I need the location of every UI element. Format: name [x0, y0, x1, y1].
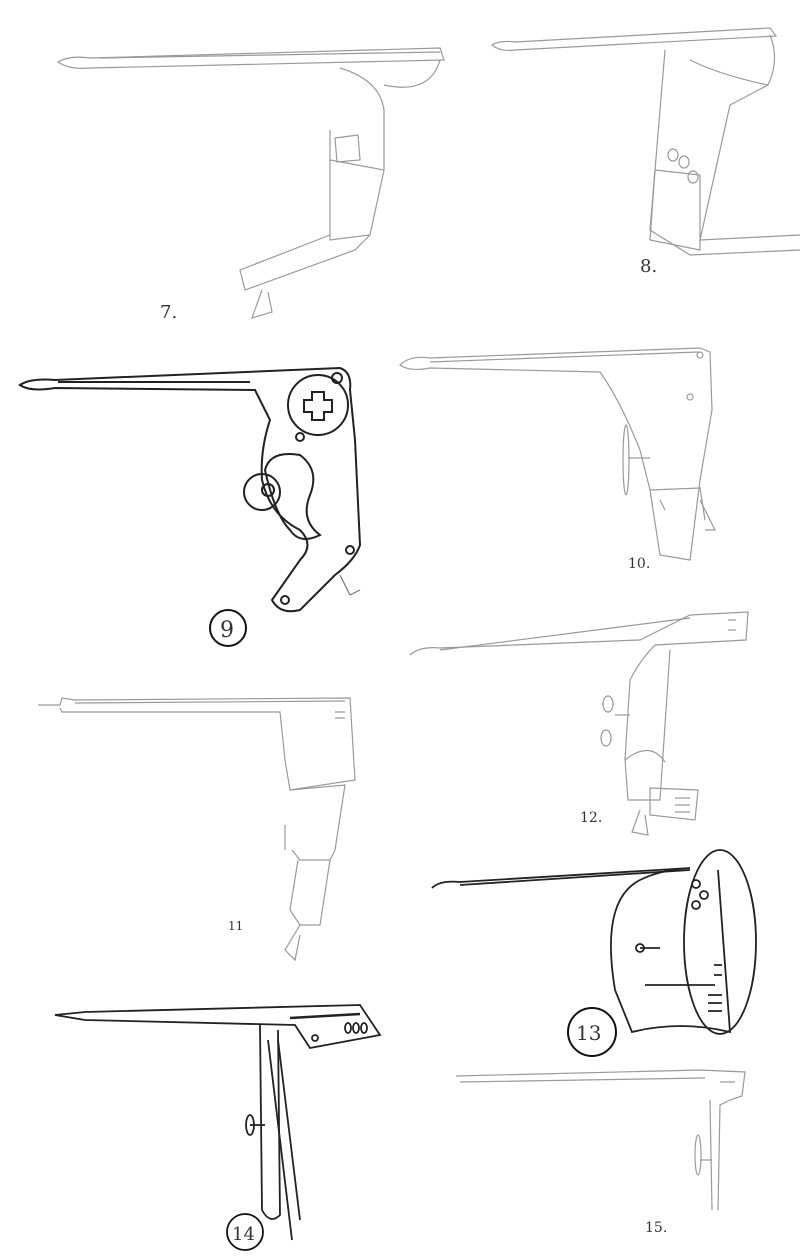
sketch-12-label: 12.: [580, 810, 602, 826]
sketch-7: [56, 47, 445, 319]
sketch-13-label-circle: [567, 1007, 617, 1057]
sketch-14-label: 14: [232, 1224, 255, 1245]
sketch-12: [409, 611, 749, 836]
sketch-15-label: 15.: [645, 1220, 667, 1236]
sketch-9-label: 9: [220, 618, 234, 643]
sketch-8-label: 8.: [640, 256, 657, 277]
sketch-13-label: 13: [576, 1021, 601, 1045]
sketch-13: [431, 849, 757, 1035]
sketch-14-label-circle: [226, 1213, 264, 1251]
sketch-8: [490, 27, 801, 256]
sketch-15: [455, 1069, 746, 1211]
sketch-14: [54, 1004, 382, 1241]
sketch-11-label: 11: [228, 919, 243, 933]
sketch-7-label: 7.: [160, 302, 177, 323]
sketch-10-label: 10.: [628, 556, 650, 572]
sketch-11: [38, 697, 356, 962]
sketch-9-label-circle: [209, 609, 247, 647]
sketch-10: [399, 347, 716, 561]
sketch-9: [18, 366, 362, 613]
